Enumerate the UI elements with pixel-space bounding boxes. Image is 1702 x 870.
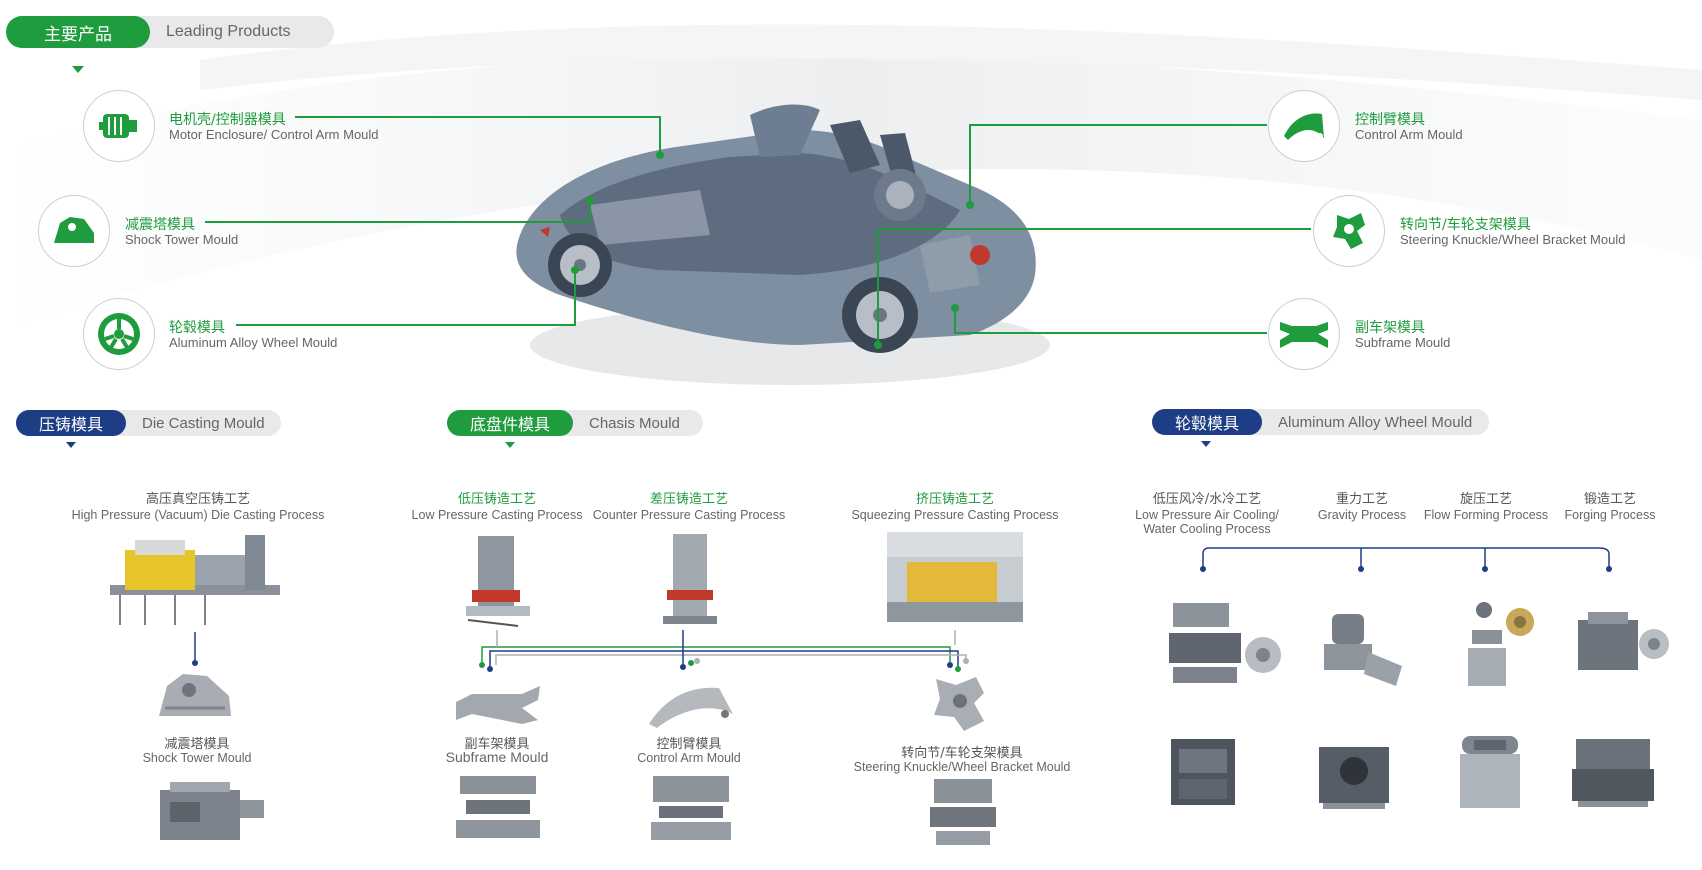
steering-knuckle-icon — [1313, 195, 1385, 267]
wheel-process-gravity-cn: 重力工艺 — [1335, 492, 1389, 507]
chassis-process-low-pressure-cn: 低压铸造工艺 — [457, 492, 537, 507]
header-arrow — [72, 66, 84, 73]
chassis-part-subframe-en: Subframe Mould — [445, 749, 549, 765]
die-casting-en: Die Casting Mould — [142, 414, 265, 432]
wheel-process-low-pressure-cn: 低压风冷/水冷工艺 — [1152, 492, 1262, 507]
shock-tower-part-image — [159, 674, 231, 716]
header-en: Leading Products — [166, 23, 291, 40]
product-shock-tower-cn: 减震塔模具 — [125, 217, 195, 233]
product-subframe-cn: 副车架模具 — [1355, 320, 1425, 336]
forging-mould-block-image — [1572, 739, 1654, 807]
product-shock-tower-en: Shock Tower Mould — [125, 232, 239, 247]
die-casting-machine-image — [110, 535, 280, 625]
counter-pressure-machine-image — [663, 534, 717, 624]
chassis-process-counter-pressure-en: Counter Pressure Casting Process — [592, 508, 786, 522]
wheel-section-header: 轮毂模具 Aluminum Alloy Wheel Mould — [1152, 409, 1489, 435]
gravity-wheel-mould-image — [1324, 614, 1402, 686]
low-pressure-wheel-mould-image — [1169, 603, 1281, 683]
wheel-process-low-pressure-en2: Water Cooling Process — [1143, 522, 1271, 536]
control-arm-part-image — [649, 687, 733, 728]
wheel-process-gravity-en: Gravity Process — [1317, 508, 1407, 522]
motor-icon — [83, 90, 155, 162]
subframe-mould-image — [456, 776, 540, 838]
low-pressure-mould-block-image — [1171, 739, 1235, 805]
wheel-icon — [83, 298, 155, 370]
chassis-en: Chasis Mould — [589, 414, 680, 432]
wheel-process-forging-en: Forging Process — [1564, 508, 1656, 522]
chassis-process-low-pressure-en: Low Pressure Casting Process — [411, 508, 583, 522]
wheel-section-arrow — [1201, 441, 1211, 447]
subframe-icon — [1268, 298, 1340, 370]
die-casting-process-cn: 高压真空压铸工艺 — [145, 492, 251, 507]
chassis-part-steering-knuckle-cn: 转向节/车轮支架模具 — [901, 746, 1023, 761]
die-casting-mould-image — [160, 782, 264, 840]
product-steering-knuckle-en: Steering Knuckle/Wheel Bracket Mould — [1400, 232, 1626, 247]
shock-tower-icon — [38, 195, 110, 267]
chassis-part-steering-knuckle-en: Steering Knuckle/Wheel Bracket Mould — [853, 760, 1071, 774]
chassis-process-counter-pressure-cn: 差压铸造工艺 — [649, 492, 729, 507]
flow-forming-wheel-mould-image — [1468, 602, 1534, 686]
flow-forming-mould-block-image — [1460, 736, 1520, 808]
die-casting-arrow — [66, 442, 76, 448]
control-arm-mould-image — [651, 776, 731, 840]
chassis-part-control-arm-cn: 控制臂模具 — [656, 737, 722, 752]
subframe-part-image — [456, 686, 540, 724]
steering-knuckle-part-image — [934, 677, 984, 731]
chassis-process-squeezing-cn: 挤压铸造工艺 — [915, 492, 995, 507]
steering-knuckle-mould-image — [930, 779, 996, 845]
product-control-arm-cn: 控制臂模具 — [1355, 112, 1425, 128]
forging-wheel-mould-image — [1578, 612, 1669, 670]
wheel-bracket-connector — [1200, 547, 1612, 572]
gravity-mould-block-image — [1319, 747, 1389, 809]
wheel-section-en: Aluminum Alloy Wheel Mould — [1278, 413, 1473, 431]
die-casting-connector — [192, 632, 198, 666]
chassis-part-subframe-cn: 副车架模具 — [464, 737, 530, 752]
die-casting-part-cn: 减震塔模具 — [164, 737, 230, 752]
die-casting-cn: 压铸模具 — [16, 410, 126, 436]
chassis-part-control-arm-en: Control Arm Mould — [637, 751, 741, 765]
die-casting-part-en: Shock Tower Mould — [142, 751, 252, 765]
chassis-cn: 底盘件模具 — [447, 410, 573, 436]
die-casting-section-header: 压铸模具 Die Casting Mould — [16, 410, 281, 436]
product-motor-cn: 电机壳/控制器模具 — [169, 112, 286, 128]
leading-products-header: 主要产品 Leading Products — [6, 16, 334, 48]
low-pressure-machine-image — [466, 536, 530, 627]
chassis-process-squeezing-en: Squeezing Pressure Casting Process — [851, 508, 1059, 522]
wheel-process-flow-forming-en: Flow Forming Process — [1423, 508, 1549, 522]
header-cn: 主要产品 — [6, 16, 150, 48]
chassis-arrow — [505, 442, 515, 448]
wheel-section-cn: 轮毂模具 — [1152, 409, 1262, 435]
chassis-connectors — [479, 630, 969, 672]
squeezing-plant-photo — [887, 532, 1023, 622]
product-subframe-en: Subframe Mould — [1355, 335, 1451, 350]
wheel-process-flow-forming-cn: 旋压工艺 — [1459, 492, 1513, 507]
chassis-section-header: 底盘件模具 Chasis Mould — [447, 410, 703, 436]
control-arm-icon — [1268, 90, 1340, 162]
product-control-arm-en: Control Arm Mould — [1355, 127, 1463, 142]
wheel-process-forging-cn: 锻造工艺 — [1583, 492, 1637, 507]
product-wheel-cn: 轮毂模具 — [169, 320, 225, 336]
product-wheel-en: Aluminum Alloy Wheel Mould — [169, 335, 338, 350]
car-illustration — [516, 104, 1050, 385]
die-casting-process-en: High Pressure (Vacuum) Die Casting Proce… — [71, 508, 325, 522]
product-motor-en: Motor Enclosure/ Control Arm Mould — [169, 127, 379, 142]
wheel-process-low-pressure-en1: Low Pressure Air Cooling/ — [1135, 508, 1279, 522]
connector-lines — [205, 116, 1311, 349]
product-steering-knuckle-cn: 转向节/车轮支架模具 — [1400, 217, 1531, 233]
